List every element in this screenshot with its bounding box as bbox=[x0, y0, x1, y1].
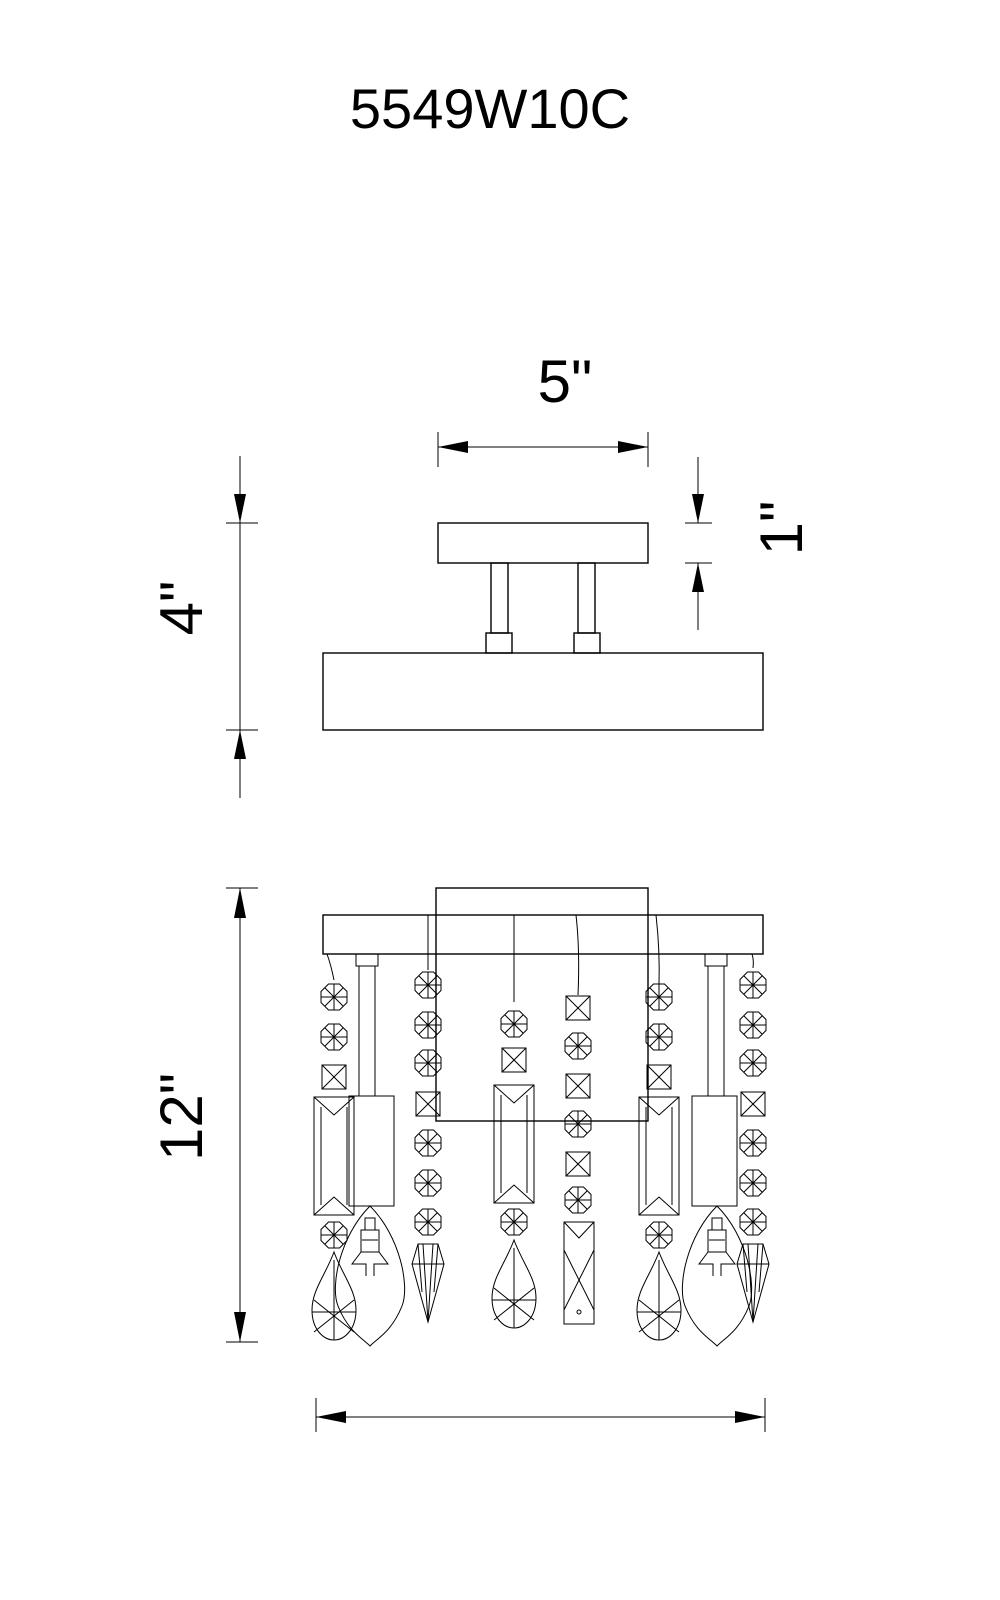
candle-socket-right bbox=[691, 953, 738, 1207]
fixture-bar bbox=[322, 914, 764, 955]
long-prism-pendant bbox=[563, 1221, 595, 1325]
side-height-dimension bbox=[226, 456, 258, 798]
crystal-strand-2 bbox=[411, 971, 445, 1323]
front-view: 12" bbox=[148, 887, 770, 1432]
bulb-right bbox=[681, 1205, 753, 1347]
hanging-wires bbox=[326, 914, 754, 1002]
crystal-strand-4 bbox=[563, 995, 595, 1325]
model-number: 5549W10C bbox=[350, 77, 630, 140]
side-height-label: 4" bbox=[148, 581, 215, 636]
canopy-width-label: 5" bbox=[538, 348, 593, 415]
side-view: 5" 1" 4" bbox=[148, 348, 815, 798]
stem-right bbox=[577, 562, 596, 634]
stem-cap-left bbox=[485, 632, 513, 654]
crystal-strand-5 bbox=[636, 983, 682, 1341]
fixture-body bbox=[322, 652, 764, 731]
width-dimension bbox=[437, 432, 649, 467]
total-height-label: 12" bbox=[148, 1073, 215, 1161]
candle-socket-left bbox=[348, 953, 395, 1207]
canopy-outline bbox=[435, 887, 649, 1122]
overall-width-dimension bbox=[315, 1398, 766, 1432]
canopy-height-label: 1" bbox=[748, 501, 815, 556]
crystal-strand-6 bbox=[736, 971, 770, 1323]
crystal-strand-3 bbox=[491, 1010, 537, 1329]
stem-cap-right bbox=[573, 632, 601, 654]
canopy-height-dimension bbox=[685, 457, 712, 630]
stem-left bbox=[490, 562, 509, 634]
total-height-dimension bbox=[226, 887, 258, 1343]
canopy bbox=[437, 522, 649, 564]
